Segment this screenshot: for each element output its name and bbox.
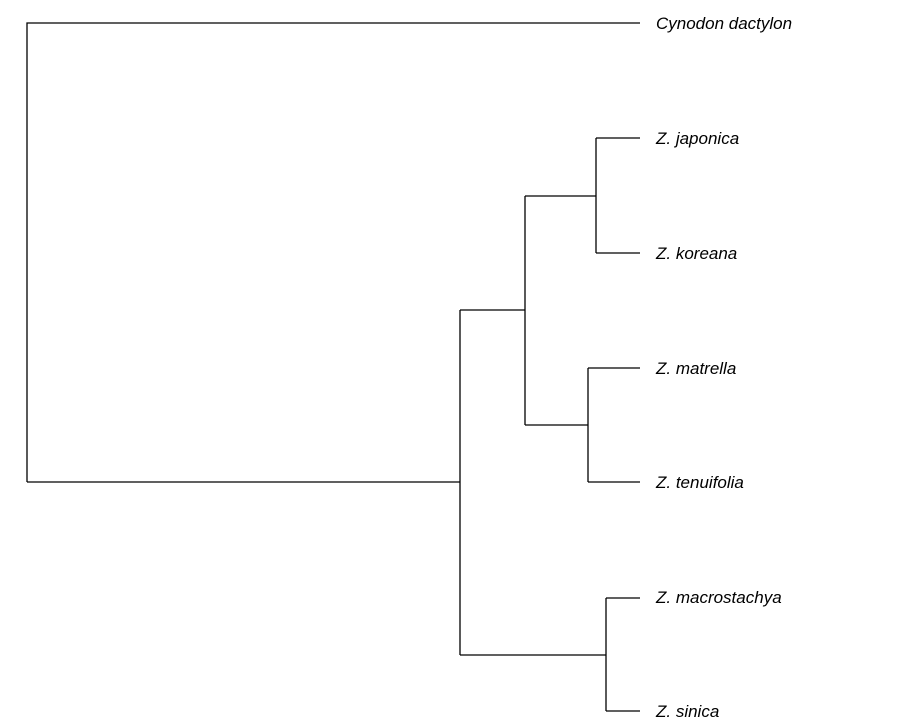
taxon-label-macrostachya: Z. macrostachya <box>655 588 782 607</box>
taxon-label-japonica: Z. japonica <box>655 129 739 148</box>
taxon-label-cynodon: Cynodon dactylon <box>656 14 792 33</box>
taxon-label-sinica: Z. sinica <box>655 702 719 721</box>
taxon-label-matrella: Z. matrella <box>655 359 736 378</box>
tree-branches <box>26 22 640 712</box>
taxon-label-tenuifolia: Z. tenuifolia <box>655 473 744 492</box>
branch-root-outgroup <box>26 22 640 482</box>
taxon-label-koreana: Z. koreana <box>655 244 737 263</box>
tree-labels: Cynodon dactylon Z. japonica Z. koreana … <box>655 14 792 721</box>
